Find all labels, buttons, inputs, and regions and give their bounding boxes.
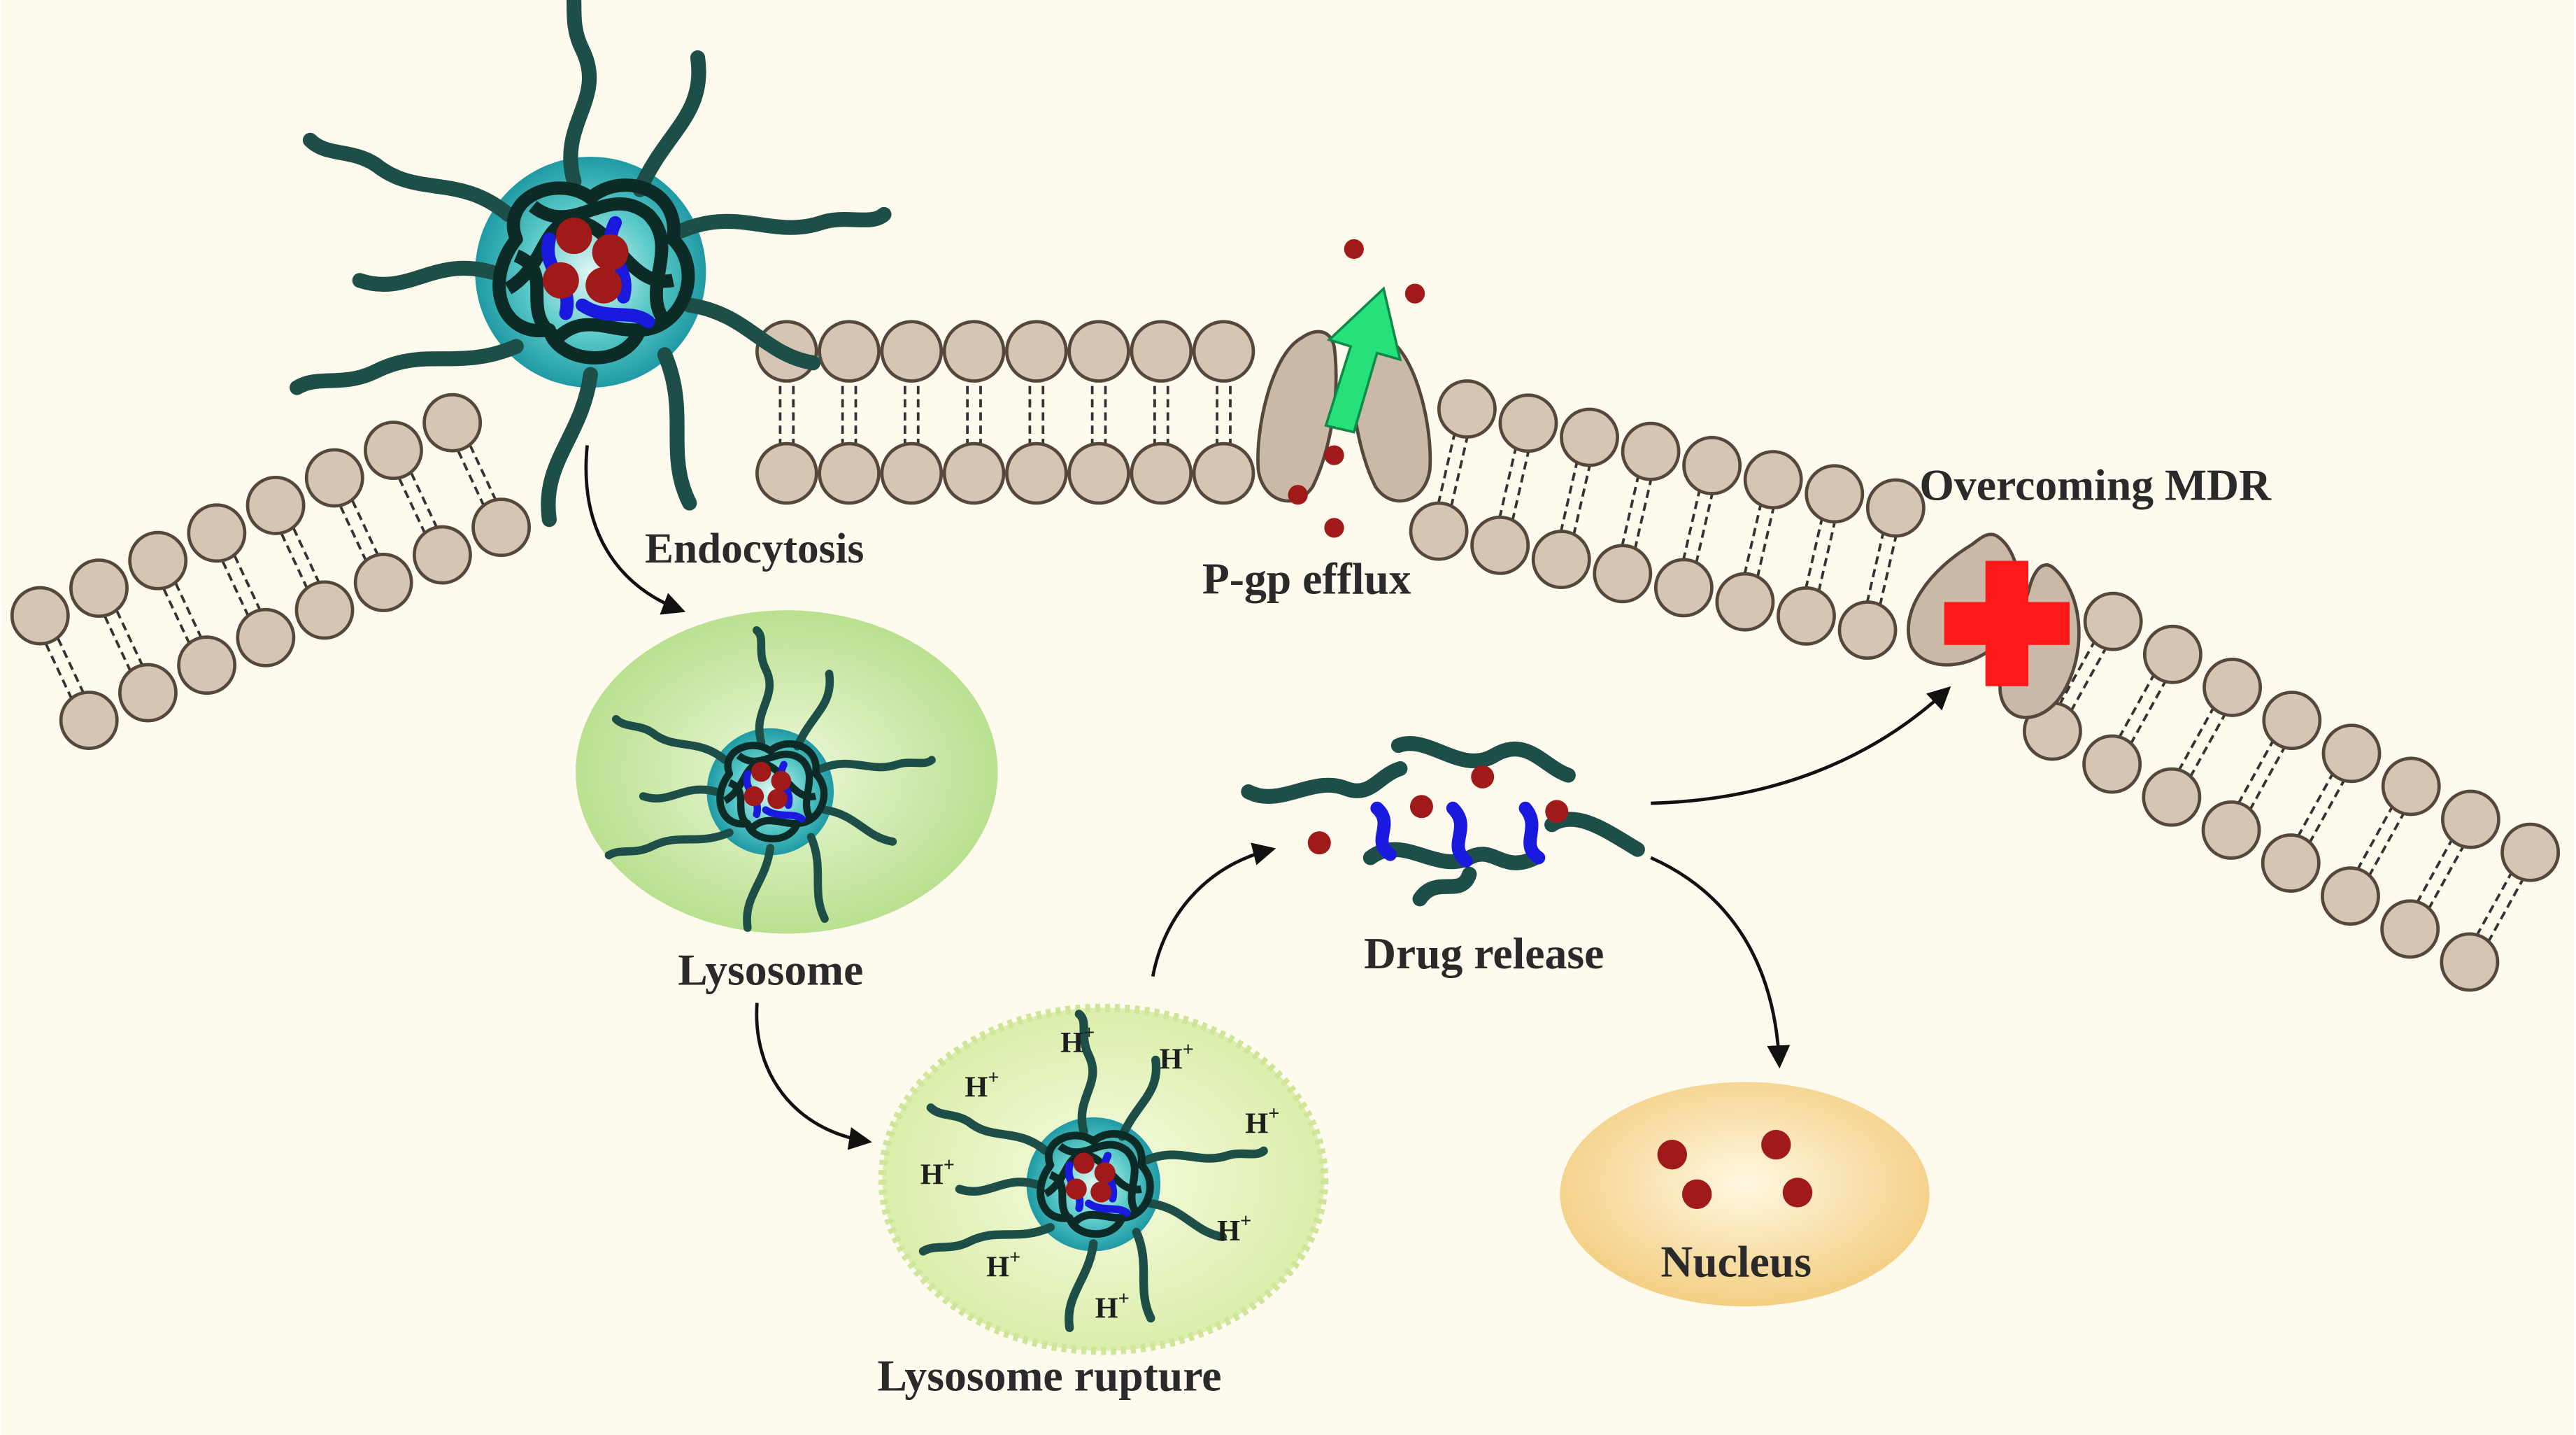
label-lysosome-rupture: Lysosome rupture xyxy=(877,1350,1221,1400)
lipid-bilayer-icon xyxy=(2022,591,2561,992)
label-lysosome: Lysosome xyxy=(678,945,863,994)
lipid-bilayer-icon xyxy=(755,320,1255,505)
lipid-bilayer-icon xyxy=(1409,379,1926,660)
proton-label: H+ xyxy=(1095,1288,1130,1325)
label-nucleus: Nucleus xyxy=(1660,1237,1812,1287)
efflux-drugs xyxy=(1288,239,1425,538)
label-endocytosis: Endocytosis xyxy=(645,525,864,572)
ruptured-lysosome xyxy=(878,1003,1329,1355)
red-cross-icon xyxy=(1944,560,2070,686)
efflux-arrow-icon xyxy=(1324,286,1402,434)
lysosome-vesicle xyxy=(576,610,998,934)
lipid-bilayer-icon xyxy=(10,393,532,750)
nucleus xyxy=(1560,1082,1930,1307)
released-polymer xyxy=(1241,736,1645,907)
label-overcoming-mdr: Overcoming MDR xyxy=(1919,460,2272,509)
released-drugs xyxy=(1307,765,1569,855)
process-arrow-icon xyxy=(584,445,1951,1150)
proton-ions: H+H+H+H+H+H+H+H+ xyxy=(920,1022,1280,1324)
label-pgp-efflux: P-gp efflux xyxy=(1202,554,1411,604)
label-drug-release: Drug release xyxy=(1364,928,1604,978)
proton-label: H+ xyxy=(1217,1210,1251,1247)
cell-membrane xyxy=(10,320,2561,992)
